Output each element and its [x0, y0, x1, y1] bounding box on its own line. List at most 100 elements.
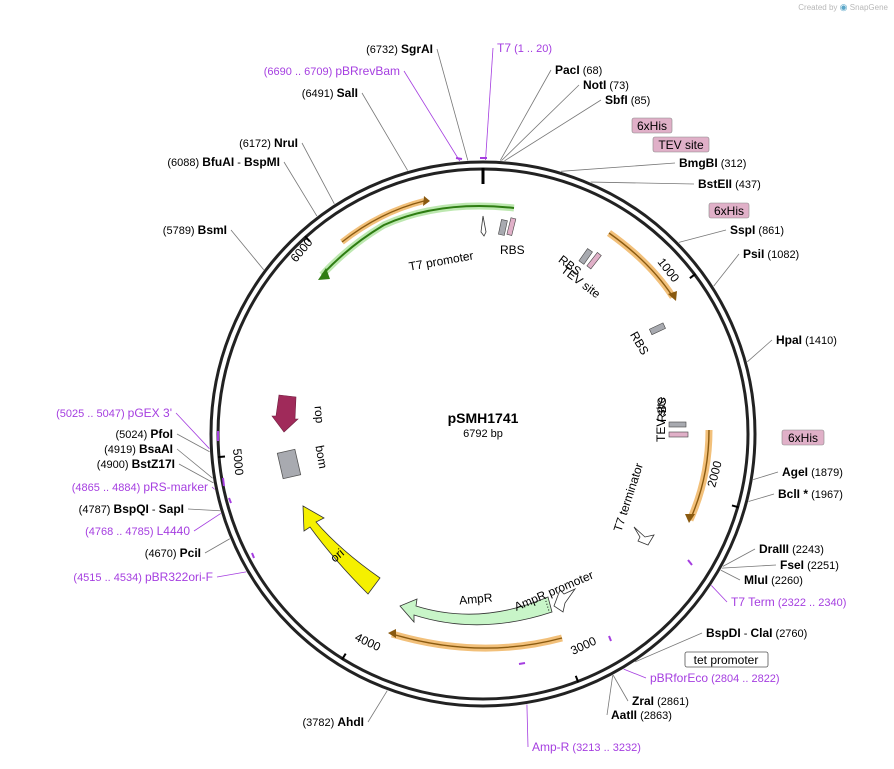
enzyme-label-bcli: BclI * (1967) — [778, 487, 843, 501]
enzyme-label-fsei: FseI (2251) — [780, 558, 839, 572]
enzyme-site-sali[interactable]: (6491) SalI — [302, 86, 358, 100]
enzyme-site-sbfi[interactable]: SbfI (85) — [605, 93, 650, 107]
enzyme-site-nrui[interactable]: (6172) NruI — [239, 136, 298, 150]
primer-mark-l4440 — [228, 497, 232, 504]
enzyme-label-hpai: HpaI (1410) — [776, 333, 837, 347]
ampr-arrow — [399, 596, 553, 626]
primer-site-l4440[interactable]: (4768 .. 4785) L4440 — [85, 524, 190, 538]
enzyme-label-sali: (6491) SalI — [302, 86, 358, 100]
tag-box-6xhis-1-label: 6xHis — [637, 119, 667, 133]
feature-label-tev-lower: TEV site — [654, 396, 668, 442]
enzyme-site-sspi[interactable]: SspI (861) — [730, 223, 784, 237]
enzyme-label-bmgbi: BmgBI (312) — [679, 156, 746, 170]
credit-prefix: Created by — [798, 3, 838, 12]
rbs-block-top — [498, 219, 508, 236]
enzyme-site-pcii[interactable]: (4670) PciI — [145, 546, 201, 560]
leader-primer-t7-term — [711, 585, 728, 603]
rbs-block-lower — [668, 421, 687, 428]
enzyme-site-bmgbi[interactable]: BmgBI (312) — [679, 156, 746, 170]
tev-block-right — [586, 252, 602, 270]
enzyme-site-bspqi-sapi[interactable]: (4787) BspQI - SapI — [79, 502, 184, 516]
primer-mark-prs — [222, 477, 225, 487]
tag-box-tev-site[interactable]: TEV site — [652, 136, 710, 153]
enzyme-label-aatii: AatII (2863) — [611, 708, 672, 722]
enzyme-label-bsteii: BstEII (437) — [698, 177, 761, 191]
plasmid-name: pSMH1741 — [448, 410, 519, 426]
leader-enzyme-bmgbi — [560, 162, 676, 172]
credit-brand: SnapGene — [849, 3, 888, 12]
enzyme-label-bfuai-bspmi: (6088) BfuAI - BspMI — [167, 155, 280, 169]
primer-site-pgex-3[interactable]: (5025 .. 5047) pGEX 3' — [56, 406, 172, 420]
tag-box-tev-site-label: TEV site — [658, 138, 704, 152]
leader-enzyme-zrai — [612, 674, 629, 702]
enzyme-label-pfoi: (5024) PfoI — [115, 427, 173, 441]
enzyme-label-mlui: MluI (2260) — [744, 573, 803, 587]
tag-box-6xhis-3[interactable]: 6xHis — [781, 429, 825, 446]
leader-enzyme-bstz17i — [178, 463, 214, 484]
enzyme-site-bsaai[interactable]: (4919) BsaAI — [104, 442, 173, 456]
feature-label-rbs-top: RBS — [500, 243, 525, 257]
enzyme-site-agei[interactable]: AgeI (1879) — [782, 465, 843, 479]
orange-arrowhead-right-top — [668, 291, 677, 301]
enzyme-site-paci[interactable]: PacI (68) — [555, 63, 602, 77]
tag-box-6xhis-1[interactable]: 6xHis — [631, 117, 673, 134]
leader-enzyme-sgrai — [436, 48, 469, 161]
enzyme-label-psii: PsiI (1082) — [743, 247, 799, 261]
green-feature-top-core — [321, 205, 515, 276]
tag-box-tet-promoter-label: tet promoter — [694, 653, 759, 667]
enzyme-site-bsteii[interactable]: BstEII (437) — [698, 177, 761, 191]
feature-label-rbs-mid: RBS — [627, 329, 651, 357]
enzyme-site-hpai[interactable]: HpaI (1410) — [776, 333, 837, 347]
enzyme-site-mlui[interactable]: MluI (2260) — [744, 573, 803, 587]
primer-site-pbrrevbam[interactable]: (6690 .. 6709) pBRrevBam — [264, 64, 400, 78]
leader-enzyme-bsteii — [590, 181, 695, 185]
leader-enzyme-pcii — [204, 538, 231, 554]
enzyme-site-bcli[interactable]: BclI * (1967) — [778, 487, 843, 501]
enzyme-label-sbfi: SbfI (85) — [605, 93, 650, 107]
tick-label-4000: 4000 — [353, 630, 383, 654]
primer-mark-ampr — [518, 662, 526, 665]
enzyme-label-bsaai: (4919) BsaAI — [104, 442, 173, 456]
tick-label-3000: 3000 — [568, 634, 598, 658]
primer-label-prs-marker: (4865 .. 4884) pRS-marker — [72, 480, 208, 494]
primer-site-pbrforeco[interactable]: pBRforEco (2804 .. 2822) — [650, 671, 780, 685]
primer-site-amp-r[interactable]: Amp-R (3213 .. 3232) — [532, 740, 641, 754]
primer-label-pbr322ori-f: (4515 .. 4534) pBR322ori-F — [73, 570, 213, 584]
primer-site-t7-term[interactable]: T7 Term (2322 .. 2340) — [731, 595, 846, 609]
enzyme-site-pfoi[interactable]: (5024) PfoI — [115, 427, 173, 441]
leader-enzyme-sali — [361, 92, 409, 171]
leader-enzyme-bspdi-clai — [634, 632, 703, 663]
primer-mark-pbr322ori — [251, 552, 255, 559]
feature-label-t7-terminator: T7 terminator — [611, 461, 646, 533]
enzyme-site-draiii[interactable]: DraIII (2243) — [759, 542, 824, 556]
enzyme-site-bfuai-bspmi[interactable]: (6088) BfuAI - BspMI — [167, 155, 280, 169]
leader-primer-pbrrevbam — [403, 70, 461, 162]
enzyme-site-bsmi[interactable]: (5789) BsmI — [163, 223, 227, 237]
primer-site-t7[interactable]: T7 (1 .. 20) — [497, 41, 552, 55]
snapgene-credit: Created by ◉ SnapGene — [798, 2, 888, 13]
tick-mark-2000 — [731, 504, 739, 509]
primer-site-pbr322ori-f[interactable]: (4515 .. 4534) pBR322ori-F — [73, 570, 213, 584]
enzyme-site-bstz17i[interactable]: (4900) BstZ17I — [97, 457, 175, 471]
enzyme-site-fsei[interactable]: FseI (2251) — [780, 558, 839, 572]
green-arrowhead — [318, 268, 330, 280]
tag-box-tet-promoter[interactable]: tet promoter — [684, 651, 769, 668]
enzyme-label-bspdi-clai: BspDI - ClaI (2760) — [706, 626, 807, 640]
tick-label-5000: 5000 — [230, 448, 246, 476]
leader-enzyme-ahdi — [367, 690, 388, 723]
enzyme-site-bspdi-clai[interactable]: BspDI - ClaI (2760) — [706, 626, 807, 640]
enzyme-label-paci: PacI (68) — [555, 63, 602, 77]
tag-box-6xhis-2[interactable]: 6xHis — [708, 202, 750, 219]
leader-enzyme-mlui — [720, 569, 741, 581]
feature-label-ampr-promoter: AmpR promoter — [512, 568, 595, 614]
leader-enzyme-draiii — [722, 548, 756, 567]
rbs-block-mid — [648, 322, 666, 336]
primer-site-prs-marker[interactable]: (4865 .. 4884) pRS-marker — [72, 480, 208, 494]
enzyme-site-sgrai[interactable]: (6732) SgrAI — [366, 42, 433, 56]
enzyme-site-noti[interactable]: NotI (73) — [583, 78, 629, 92]
enzyme-site-aatii[interactable]: AatII (2863) — [611, 708, 672, 722]
enzyme-site-psii[interactable]: PsiI (1082) — [743, 247, 799, 261]
enzyme-site-ahdi[interactable]: (3782) AhdI — [302, 715, 364, 729]
enzyme-site-zrai[interactable]: ZraI (2861) — [632, 694, 689, 708]
